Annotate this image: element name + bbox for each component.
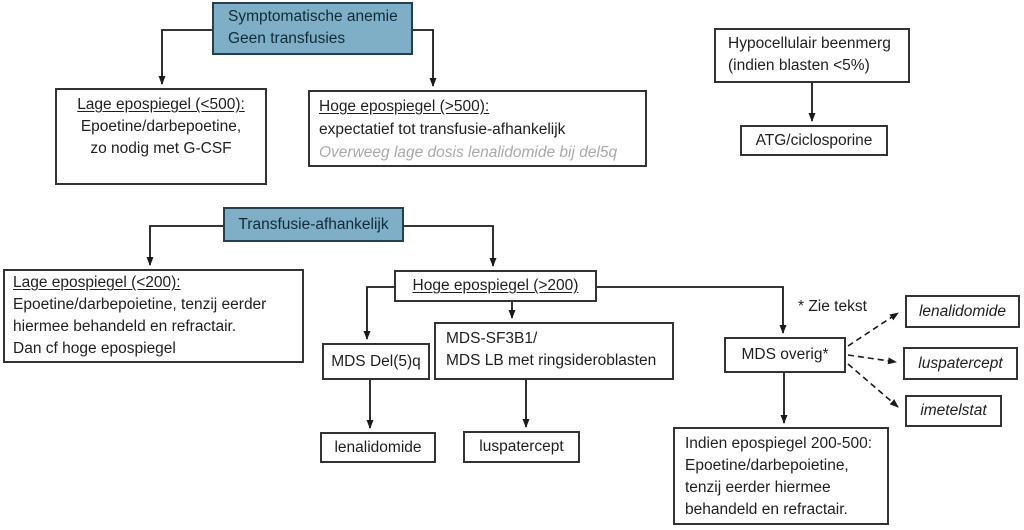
dashed-arrow-overig-to-imetelstat <box>847 363 899 408</box>
arrow-high200-to-del5q <box>363 286 394 340</box>
arrow-high200-to-overig <box>597 286 787 334</box>
node-line: Epoetine/darbepoietine, tenzij eerder <box>13 296 267 313</box>
node-line: expectatief tot transfusie-afhankelijk <box>319 121 566 138</box>
node-label: luspatercept <box>918 354 1003 372</box>
node-low-epo-500: Lage epospiegel (<500): Epoetine/darbepo… <box>55 88 267 185</box>
node-heading: Lage epospiegel (<500): <box>77 96 245 113</box>
node-line: behandeld en refractair. <box>685 501 848 518</box>
node-mds-del5q: MDS Del(5)q <box>322 343 430 380</box>
node-label: ATG/ciclosporine <box>755 131 873 149</box>
footnote-zie-tekst: * Zie tekst <box>798 298 867 315</box>
node-indien-epospiegel: Indien epospiegel 200-500: Epoetine/darb… <box>673 427 889 525</box>
node-heading: Hoge epospiegel (>500): <box>319 98 490 115</box>
node-low-epo-200: Lage epospiegel (<200): Epoetine/darbepo… <box>3 269 304 363</box>
node-heading: Lage epospiegel (<200): <box>13 274 181 291</box>
node-luspatercept: luspatercept <box>463 431 580 463</box>
node-option-imetelstat: imetelstat <box>905 395 1002 427</box>
node-line: Epoetine/darbepoietine, <box>685 457 849 474</box>
node-line: tenzij eerder hiermee <box>685 479 831 496</box>
node-mds-other: MDS overig* <box>724 337 846 373</box>
node-label: imetelstat <box>920 402 987 419</box>
node-line: (indien blasten <5%) <box>728 57 870 74</box>
arrow-root2-to-low200 <box>146 225 223 266</box>
node-line: Hypocellulair beenmerg <box>728 35 891 52</box>
node-high-epo-200: Hoge epospiegel (>200) <box>394 270 597 302</box>
node-heading: Hoge epospiegel (>200) <box>412 277 579 294</box>
node-lenalidomide: lenalidomide <box>320 432 436 463</box>
node-line: MDS-SF3B1/ <box>446 330 538 347</box>
node-label: lenalidomide <box>918 302 1007 320</box>
node-label: lenalidomide <box>334 438 422 456</box>
node-line: Dan cf hoge epospiegel <box>13 340 176 357</box>
node-line: Symptomatische anemie <box>228 8 398 25</box>
node-transfusion-dependent: Transfusie-afhankelijk <box>223 207 404 242</box>
node-label: luspatercept <box>479 438 564 455</box>
node-line: Geen transfusies <box>228 30 346 47</box>
node-hypocellular-marrow: Hypocellulair beenmerg (indien blasten <… <box>714 28 910 83</box>
node-mds-sf3b1: MDS-SF3B1/ MDS LB met ringsideroblasten <box>434 322 674 380</box>
node-note: Overweeg lage dosis lenalidomide bij del… <box>319 144 618 161</box>
node-atg-ciclosporine: ATG/ciclosporine <box>740 125 888 156</box>
node-option-lenalidomide: lenalidomide <box>905 295 1020 328</box>
dashed-arrow-overig-to-luspatercept <box>847 354 897 365</box>
node-line: MDS LB met ringsideroblasten <box>446 352 657 369</box>
node-option-luspatercept: luspatercept <box>903 347 1018 380</box>
node-label: MDS overig* <box>741 346 829 363</box>
arrow-root2-to-high200 <box>404 225 497 267</box>
node-line: Epoetine/darbepoetine, <box>80 118 242 135</box>
node-label: MDS Del(5)q <box>331 352 421 370</box>
node-symptomatic-anemia: Symptomatische anemie Geen transfusies <box>212 2 413 55</box>
node-label: Transfusie-afhankelijk <box>238 215 389 233</box>
arrow-root1-to-high500 <box>412 29 437 87</box>
arrow-root1-to-low500 <box>158 29 213 85</box>
node-line: zo nodig met G-CSF <box>90 140 232 157</box>
node-line: Indien epospiegel 200-500: <box>685 435 873 452</box>
node-line: hiermee behandeld en refractair. <box>13 318 237 335</box>
node-high-epo-500: Hoge epospiegel (>500): expectatief tot … <box>308 90 647 167</box>
